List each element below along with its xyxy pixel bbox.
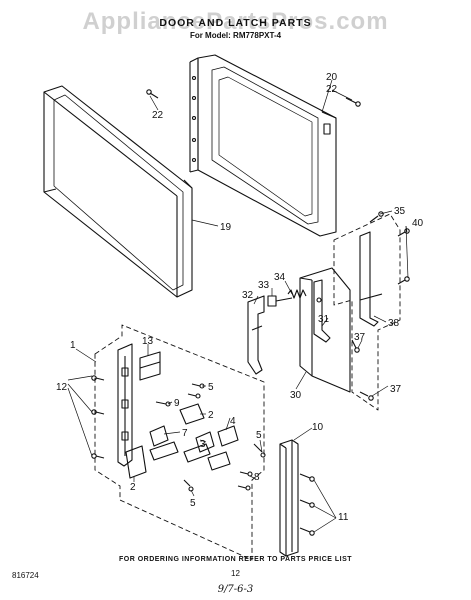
ordering-info-note: FOR ORDERING INFORMATION REFER TO PARTS … bbox=[118, 556, 353, 563]
callout-labels: 20 22 22 19 35 40 38 37 37 32 33 34 31 3… bbox=[56, 72, 424, 523]
switch-3 bbox=[195, 431, 215, 453]
screw-8-a bbox=[239, 471, 253, 477]
page-title: DOOR AND LATCH PARTS bbox=[159, 17, 312, 29]
callout-20: 20 bbox=[326, 72, 338, 83]
screw-40-b bbox=[397, 276, 410, 285]
leader-lines bbox=[67, 79, 409, 533]
switch-2-upper bbox=[179, 403, 205, 425]
screw-40-a bbox=[397, 228, 410, 237]
callout-9: 9 bbox=[174, 398, 180, 409]
callout-40: 40 bbox=[412, 218, 424, 229]
callout-35: 35 bbox=[394, 206, 406, 217]
spring-34 bbox=[287, 289, 307, 299]
screw-9 bbox=[155, 401, 171, 407]
callout-5-lower: 5 bbox=[190, 498, 196, 509]
callout-4: 4 bbox=[230, 416, 236, 427]
watermark: AppliancePartsPros.com bbox=[82, 8, 389, 35]
callout-11: 11 bbox=[338, 512, 349, 523]
callout-22-left: 22 bbox=[152, 110, 164, 121]
screw-11-c bbox=[299, 527, 315, 536]
screw-5-c bbox=[253, 443, 266, 458]
latch-assembly-boundary bbox=[333, 213, 401, 411]
latch-plate-30 bbox=[299, 267, 351, 393]
switch-4 bbox=[217, 425, 239, 447]
callout-7: 7 bbox=[182, 428, 188, 439]
page-number: 12 bbox=[231, 569, 240, 578]
latch-arm-31 bbox=[313, 279, 331, 343]
screw-35 bbox=[369, 211, 384, 223]
door-glass-panel-19 bbox=[43, 85, 193, 298]
switch-bracket-13 bbox=[139, 351, 161, 381]
callout-38: 38 bbox=[388, 318, 400, 329]
callout-8: 8 bbox=[254, 472, 260, 483]
hinge-bracket-1 bbox=[117, 343, 133, 467]
callout-2-lower: 2 bbox=[130, 482, 136, 493]
screw-5-b bbox=[187, 393, 201, 399]
switch-7 bbox=[149, 425, 169, 447]
screw-22-right bbox=[345, 97, 361, 107]
callout-33: 33 bbox=[258, 280, 270, 291]
callout-32: 32 bbox=[242, 290, 254, 301]
callout-30: 30 bbox=[290, 390, 302, 401]
model-subtitle: For Model: RM778PXT-4 bbox=[189, 31, 282, 40]
latch-rod-38 bbox=[359, 231, 383, 327]
screw-12-b bbox=[91, 409, 105, 415]
callout-37-upper: 37 bbox=[354, 332, 366, 343]
callout-10: 10 bbox=[312, 422, 324, 433]
screw-37-a bbox=[351, 339, 360, 353]
callout-19: 19 bbox=[220, 222, 232, 233]
screw-22-left bbox=[146, 89, 159, 99]
screw-8-b bbox=[237, 485, 251, 491]
callout-5-right: 5 bbox=[256, 430, 262, 441]
inner-door-frame-20 bbox=[189, 54, 337, 237]
callout-3: 3 bbox=[200, 439, 206, 450]
hinge-assembly-boundary-1 bbox=[94, 324, 265, 561]
callout-34: 34 bbox=[274, 272, 286, 283]
diagram-number: 816724 bbox=[12, 571, 39, 580]
screw-11-a bbox=[299, 473, 315, 482]
actuator-lever bbox=[149, 441, 231, 471]
hinge-bar-10 bbox=[279, 439, 299, 557]
callout-31: 31 bbox=[318, 314, 330, 325]
latch-pin-33 bbox=[267, 295, 293, 307]
callout-5-upper: 5 bbox=[208, 382, 214, 393]
latch-hook-32 bbox=[247, 295, 265, 375]
callout-12: 12 bbox=[56, 382, 68, 393]
screw-37-b bbox=[359, 391, 374, 401]
callout-2-upper: 2 bbox=[208, 410, 214, 421]
handwritten-note: 9/7-6-3 bbox=[217, 584, 254, 595]
callout-22-right: 22 bbox=[326, 84, 338, 95]
screw-5-d bbox=[183, 479, 194, 492]
screw-12-a bbox=[91, 375, 105, 381]
callout-13: 13 bbox=[142, 336, 154, 347]
switch-2-lower bbox=[125, 445, 147, 479]
callout-37-lower: 37 bbox=[390, 384, 402, 395]
callout-1: 1 bbox=[70, 340, 76, 351]
screw-12-c bbox=[91, 453, 105, 459]
screw-11-b bbox=[299, 499, 315, 508]
